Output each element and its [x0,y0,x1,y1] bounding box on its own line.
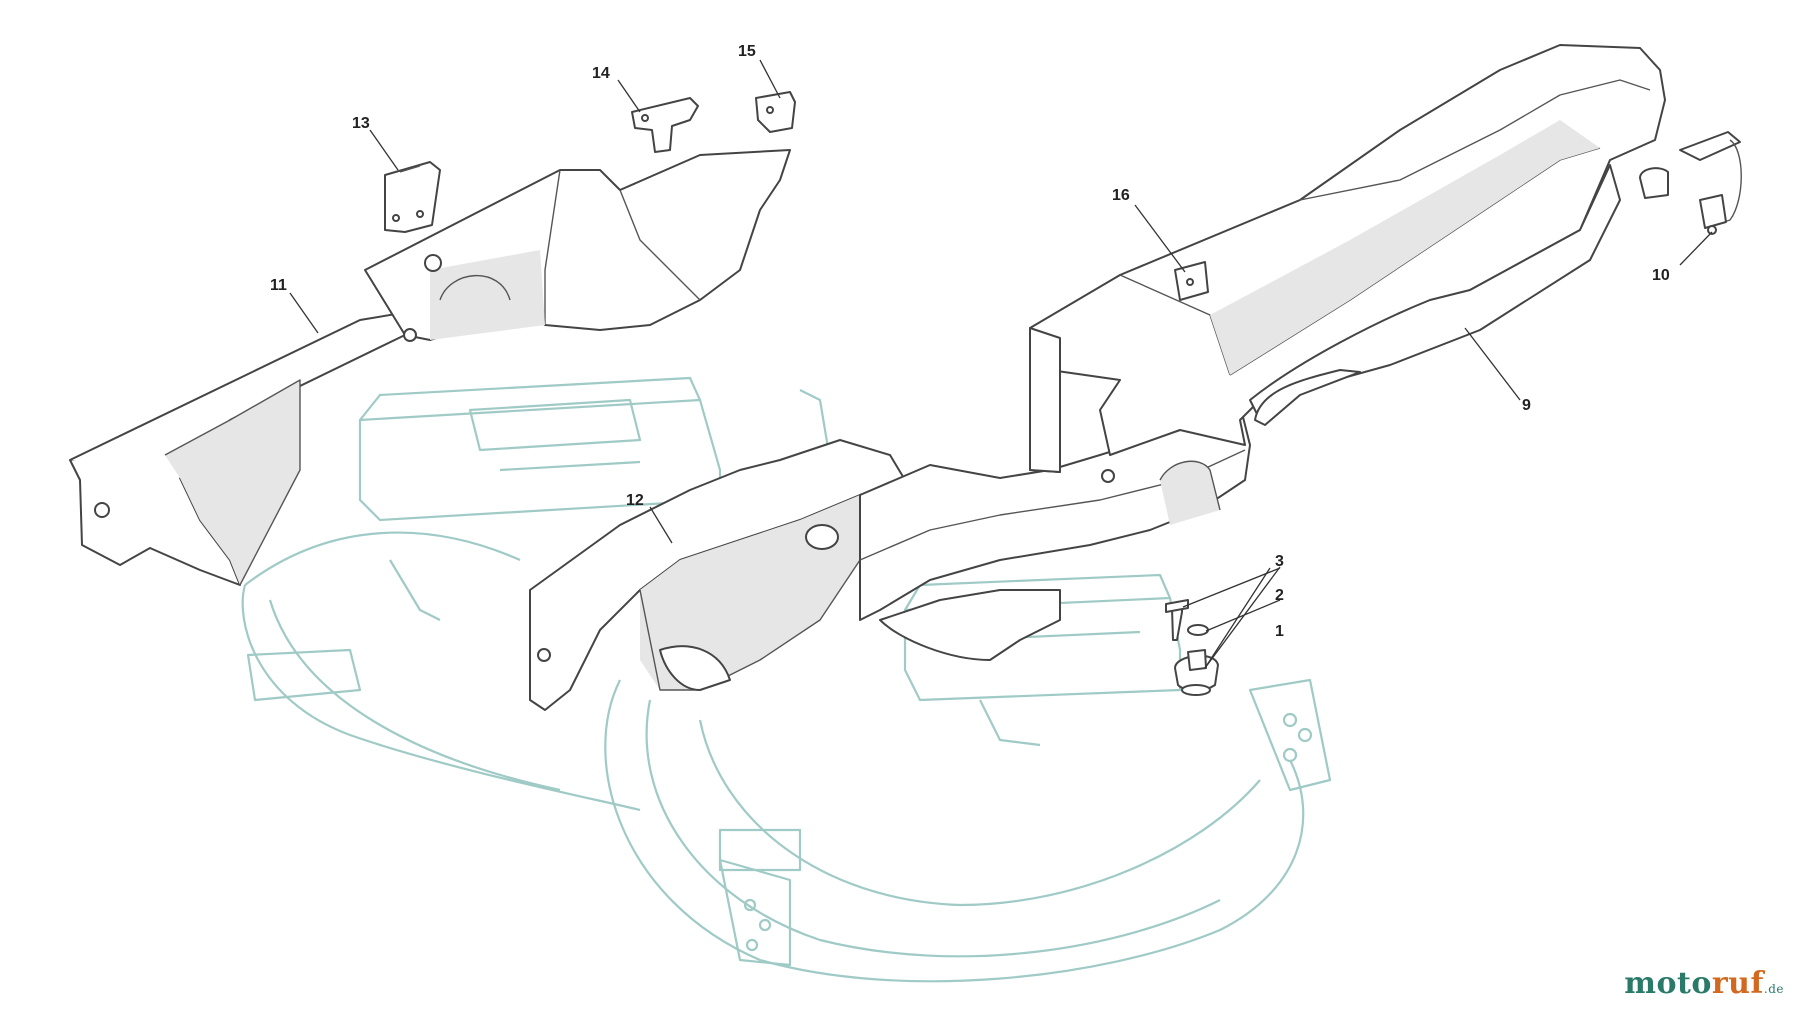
callout-9: 9 [1522,397,1531,414]
part-2-washer [1187,624,1209,636]
leader-16 [1134,204,1186,273]
leader-12 [649,506,673,544]
callout-12: 12 [626,492,644,509]
callout-14: 14 [592,65,610,82]
part-14-bracket [631,97,699,153]
left-upper-housing [364,149,791,342]
callout-labels: 1 2 3 9 10 11 12 13 14 15 16 [270,43,1670,640]
callout-10: 10 [1652,267,1670,284]
callout-1: 1 [1275,623,1284,640]
leader-11 [289,292,319,334]
callout-11: 11 [270,277,287,294]
leader-3 [1182,567,1281,608]
leader-13 [369,129,399,171]
callout-13: 13 [352,115,370,132]
part-10-rear-bracket [1679,131,1742,235]
leader-10 [1679,231,1713,266]
part-12-front-chute [529,439,906,711]
part-15-bracket [755,91,796,133]
leader-9 [1464,327,1521,401]
leader-14 [617,79,641,113]
leader-15 [759,59,781,99]
part-9-rear-chute [1029,44,1669,483]
part-16-bracket [1174,261,1209,301]
part-3-screw [1165,599,1189,641]
part-11-left-chute [69,309,421,586]
leader-lines [289,59,1713,669]
part-13-bracket [384,161,441,233]
callout-3: 3 [1275,553,1284,570]
leader-1 [1204,566,1281,669]
callout-2: 2 [1275,587,1284,604]
callout-16: 16 [1112,187,1130,204]
callout-15: 15 [738,43,756,60]
leader-2 [1205,599,1281,632]
watermark-logo: motoruf.de [1624,966,1784,1001]
center-duct-body [859,404,1251,661]
